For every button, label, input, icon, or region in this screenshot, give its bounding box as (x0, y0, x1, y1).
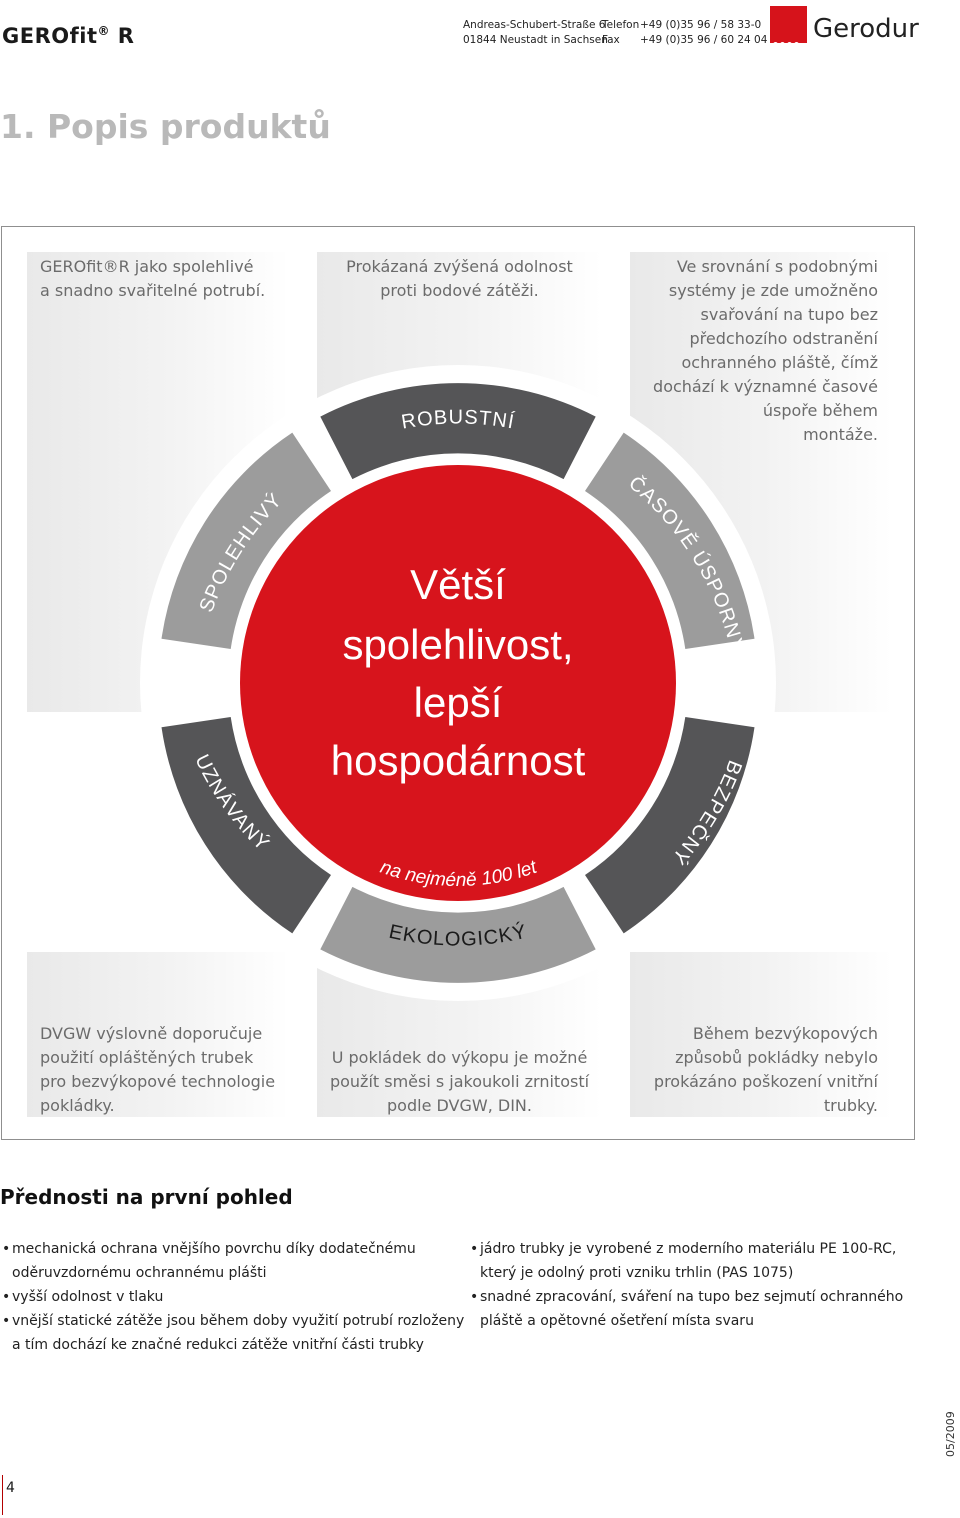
registered-mark: ® (97, 24, 110, 38)
gerodur-logo-icon (770, 6, 807, 43)
page-number: 4 (6, 1480, 15, 1496)
desc-line: montáže. (803, 425, 878, 444)
advantages-title: Přednosti na první pohled (0, 1185, 293, 1209)
page-marker-line (2, 1475, 3, 1515)
list-item: vyšší odolnost v tlaku (2, 1285, 464, 1309)
desc-top-left: GEROfit®R jako spolehlivé a snadno svaři… (40, 255, 265, 303)
product-name: GEROfit (2, 24, 98, 48)
desc-line: a snadno svařitelné potrubí. (40, 281, 266, 300)
infographic-frame: GEROfit®R jako spolehlivé a snadno svaři… (1, 226, 915, 1140)
desc-line: svařování na tupo bez (700, 305, 878, 324)
list-item-text: pláště a opětovné ošetření místa svaru (480, 1313, 754, 1329)
list-item-text: mechanická ochrana vnějšího povrchu díky… (12, 1241, 416, 1257)
panel-bottom-left (27, 952, 289, 1117)
list-item-text: jádro trubky je vyrobené z moderního mat… (480, 1241, 897, 1257)
desc-line: Prokázaná zvýšená odolnost (346, 257, 573, 276)
list-item: jádro trubky je vyrobené z moderního mat… (470, 1237, 903, 1285)
desc-line: ochranného pláště, čímž (681, 353, 878, 372)
address-line-2: 01844 Neustadt in Sachsen (463, 34, 608, 46)
center-line-1: Větší (410, 561, 506, 608)
list-item-text: který je odolný proti vzniku trhlin (PAS… (480, 1265, 794, 1281)
fax-value: +49 (0)35 96 / 60 24 04 (640, 34, 768, 46)
list-item-text: vnější statické zátěže jsou během doby v… (12, 1313, 465, 1329)
address-line-1: Andreas-Schubert-Straße 6 (463, 19, 606, 31)
benefits-wheel: ROBUSTNÍ ČASOVĚ ÚSPORNÝ BEZPEČNÝ EKOLOGI… (140, 365, 776, 1001)
desc-line: DVGW výslovně doporučuje (40, 1024, 263, 1043)
desc-line: prokázáno poškození vnitřní (653, 1072, 878, 1091)
segment-safe (585, 717, 755, 934)
desc-line: dochází k významné časové (653, 377, 878, 396)
list-item-text: a tím dochází ke značné redukci zátěže v… (12, 1337, 424, 1353)
section-title: 1. Popis produktů (0, 107, 331, 146)
list-item: vnější statické zátěže jsou během doby v… (2, 1309, 464, 1357)
segment-robust (320, 383, 596, 480)
advantages-list-left: mechanická ochrana vnějšího povrchu díky… (2, 1237, 464, 1357)
center-circle (240, 465, 676, 901)
desc-line: U pokládek do výkopu je možné (331, 1048, 588, 1067)
company-name: Gerodur (813, 14, 919, 44)
desc-top-right: Ve srovnání s podobnými systémy je zde u… (630, 255, 878, 447)
desc-line: pro bezvýkopové technologie (40, 1072, 276, 1091)
center-line-2: spolehlivost, (342, 621, 573, 668)
desc-bottom-right: Během bezvýkopových způsobů pokládky neb… (630, 1022, 878, 1118)
desc-line: proti bodové zátěži. (380, 281, 539, 300)
fax-label: Fax (602, 34, 620, 46)
desc-line: použít směsi s jakoukoli zrnitostí (329, 1072, 590, 1091)
segment-recognized (161, 717, 331, 934)
company-address: Andreas-Schubert-Straße 6 01844 Neustadt… (463, 18, 608, 48)
contact-labels: Telefon Fax (602, 18, 639, 48)
center-line-4: hospodárnost (331, 737, 586, 784)
desc-line: systémy je zde umožněno (668, 281, 878, 300)
desc-line: pokládky. (40, 1096, 115, 1115)
logo-dots-icon (773, 32, 805, 47)
desc-top-center: Prokázaná zvýšená odolnost proti bodové … (317, 255, 602, 303)
desc-line: úspoře během (762, 401, 878, 420)
list-item: snadné zpracování, sváření na tupo bez s… (470, 1285, 903, 1333)
desc-line: způsobů pokládky nebylo (675, 1048, 878, 1067)
desc-line: použití opláštěných trubek (40, 1048, 254, 1067)
segment-reliable (161, 432, 331, 649)
desc-line: Ve srovnání s podobnými (676, 257, 878, 276)
panel-bottom-right (630, 952, 892, 1117)
document-date: 05/2009 (944, 1411, 957, 1457)
desc-bottom-center: U pokládek do výkopu je možné použít smě… (317, 1046, 602, 1118)
center-line-3: lepší (414, 679, 503, 726)
phone-label: Telefon (602, 19, 640, 31)
desc-line: trubky. (823, 1096, 878, 1115)
list-item-text: snadné zpracování, sváření na tupo bez s… (480, 1289, 904, 1305)
phone-value: +49 (0)35 96 / 58 33-0 (640, 19, 762, 31)
desc-bottom-left: DVGW výslovně doporučuje použití opláště… (40, 1022, 275, 1118)
contact-values: +49 (0)35 96 / 58 33-0 +49 (0)35 96 / 60… (640, 18, 767, 48)
list-item: mechanická ochrana vnějšího povrchu díky… (2, 1237, 464, 1285)
segment-ecological (320, 886, 596, 983)
desc-line: podle DVGW, DIN. (387, 1096, 532, 1115)
advantages-list-right: jádro trubky je vyrobené z moderního mat… (470, 1237, 903, 1333)
list-item-text: vyšší odolnost v tlaku (12, 1289, 164, 1305)
desc-line: Během bezvýkopových (692, 1024, 878, 1043)
product-brand: GEROfit® R (2, 24, 134, 48)
list-item-text: oděruvzdornému ochrannému plášti (12, 1265, 267, 1281)
product-suffix: R (117, 24, 135, 48)
desc-line: předchozího odstranění (689, 329, 878, 348)
segment-time-saving (585, 432, 755, 649)
desc-line: GEROfit®R jako spolehlivé (40, 257, 254, 276)
